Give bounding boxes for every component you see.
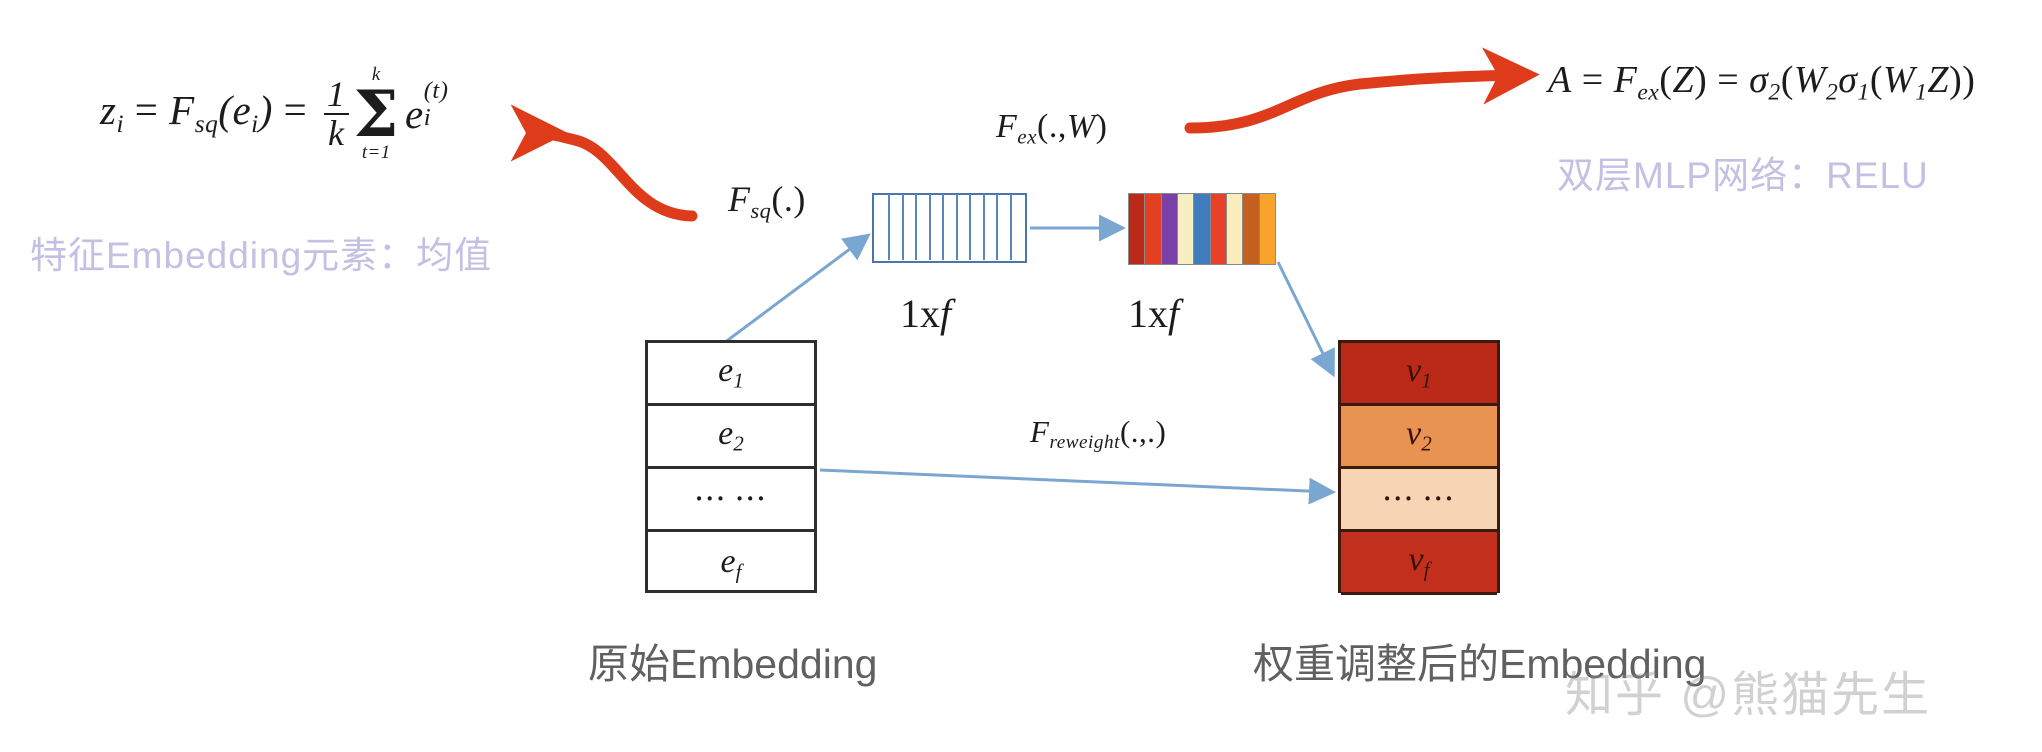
reweighted-embedding-table: v1 v2 ··· ··· vf <box>1338 340 1500 595</box>
summand-term: e(t)i <box>404 76 449 138</box>
squeeze-vector <box>872 193 1027 263</box>
excite-vector-cell <box>1194 194 1211 264</box>
table-row: e1 <box>648 343 814 406</box>
table-cell-label: v2 <box>1406 415 1432 456</box>
highlight-arrow-excite <box>1184 47 1540 134</box>
table-row: ef <box>648 532 814 595</box>
squeeze-formula-fn: Fsq(ei) <box>169 86 273 138</box>
excite-vector-cell <box>1243 194 1260 264</box>
table-cell-label: vf <box>1408 541 1430 582</box>
squeeze-formula-lhs: zi <box>100 86 125 138</box>
label-f-ex: Fex(.,W) <box>996 108 1108 149</box>
table-row: v1 <box>1341 343 1497 406</box>
table-cell-label: ef <box>720 542 742 584</box>
arrow-reweight <box>819 468 1336 505</box>
note-right: 双层MLP网络：RELU <box>1557 155 1929 196</box>
excite-vector-cell <box>1161 194 1178 264</box>
table-row: ··· ··· <box>648 469 814 532</box>
label-f-sq: Fsq(.) <box>728 179 806 224</box>
squeeze-vector-caption: 1xf <box>900 291 952 336</box>
table-cell-label: v1 <box>1406 352 1432 393</box>
table-cell-label: ··· ··· <box>694 484 768 513</box>
arrow-source-to-squeeze <box>711 233 871 354</box>
table-cell-label: e2 <box>718 415 744 456</box>
excite-vector-cell <box>1145 194 1162 264</box>
watermark: 知乎 @熊猫先生 <box>1565 669 1932 722</box>
table-cell-label: ··· ··· <box>1382 484 1456 513</box>
excite-vector-caption: 1xf <box>1128 291 1180 336</box>
excite-vector-cell <box>1177 194 1195 264</box>
excite-vector-cell <box>1226 194 1244 264</box>
excite-formula: A = Fex(Z) = σ2(W2σ1(W1Z)) <box>1548 59 1976 106</box>
excite-vector-cell <box>1210 194 1227 264</box>
excite-vector-cell <box>1129 194 1146 264</box>
excite-vector <box>1128 193 1276 265</box>
table-row: v2 <box>1341 406 1497 469</box>
original-embedding-caption: 原始Embedding <box>588 641 878 687</box>
reweighted-embedding-caption: 权重调整后的Embedding <box>1253 641 1707 687</box>
note-left: 特征Embedding元素：均值 <box>30 235 493 276</box>
original-embedding-table: e1 e2 ··· ··· ef <box>645 340 817 593</box>
squeeze-vector-stripes <box>877 194 1023 260</box>
table-row: e2 <box>648 406 814 469</box>
arrow-excite-to-output <box>1276 261 1335 378</box>
table-row: vf <box>1341 532 1497 595</box>
excite-vector-cell <box>1259 194 1275 264</box>
table-cell-label: e1 <box>718 352 744 393</box>
table-row: ··· ··· <box>1341 469 1497 532</box>
highlight-arrow-squeeze <box>510 104 698 222</box>
